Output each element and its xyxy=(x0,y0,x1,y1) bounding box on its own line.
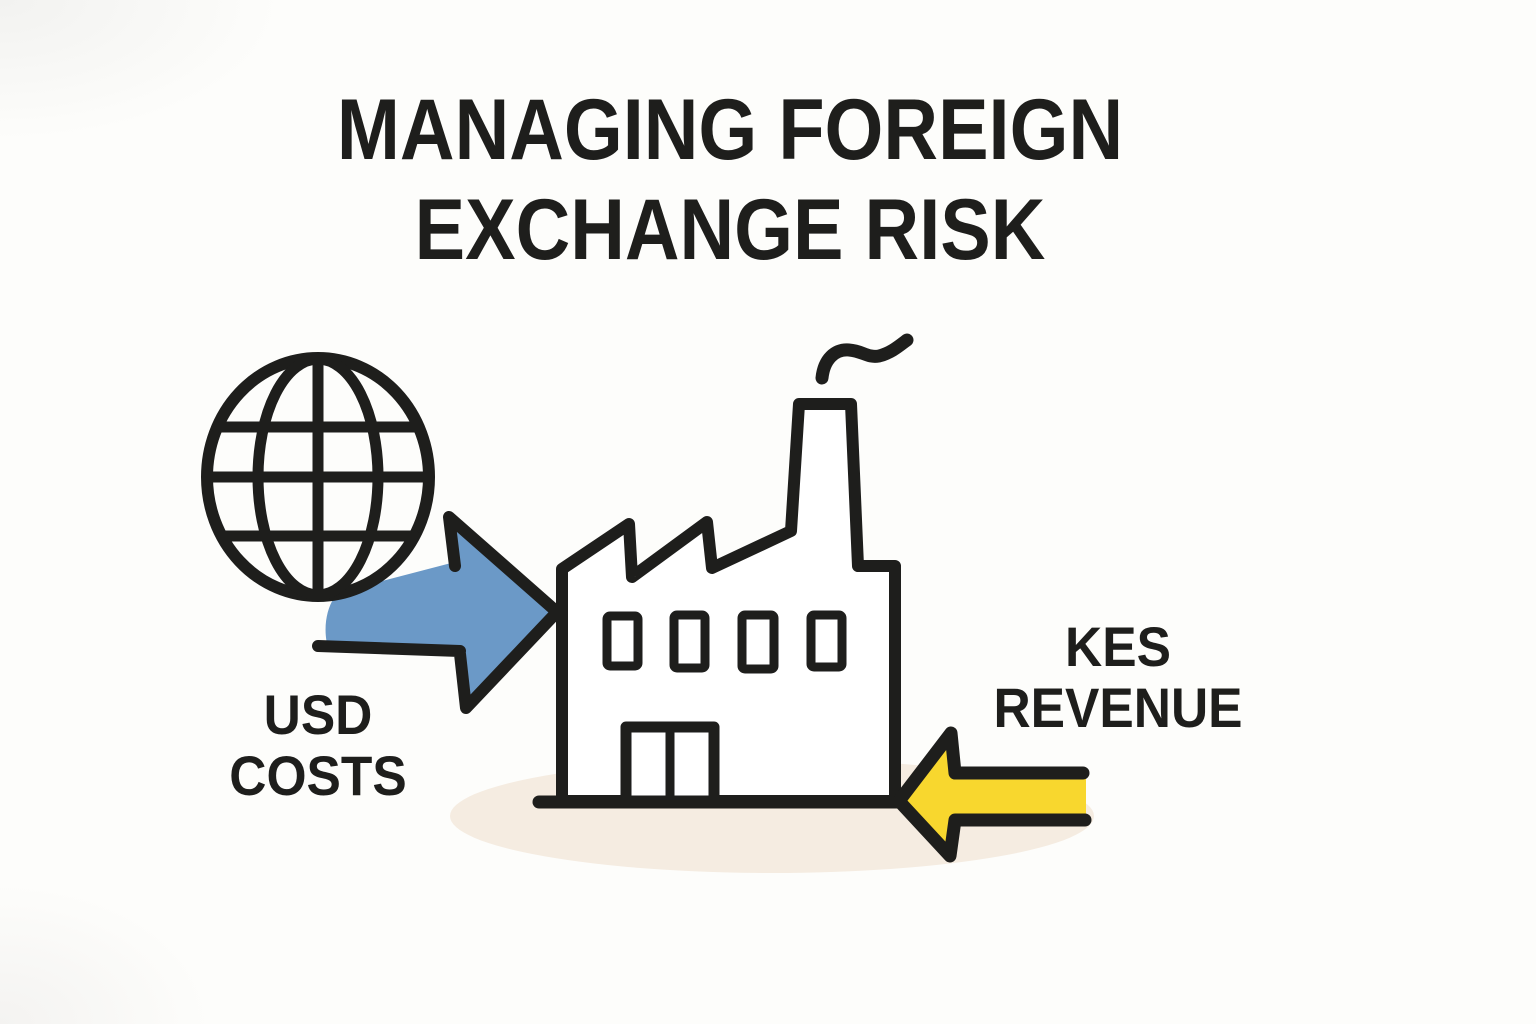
kes-arrow-fill xyxy=(898,734,1086,855)
kes-label-line-2: REVENUE xyxy=(993,676,1243,739)
usd-arrow-fill xyxy=(325,517,557,708)
usd-costs-label: USD COSTS xyxy=(222,684,415,806)
factory-icon xyxy=(532,333,914,809)
title-line-2: EXCHANGE RISK xyxy=(414,182,1046,278)
factory-window xyxy=(806,610,847,672)
kes-revenue-label: KES REVENUE xyxy=(983,616,1254,738)
factory-window xyxy=(669,610,710,673)
title-line-1: MANAGING FOREIGN xyxy=(336,82,1124,178)
usd-label-line-1: USD xyxy=(263,683,373,746)
kes-label-line-1: KES xyxy=(1065,615,1171,678)
globe-icon xyxy=(201,352,435,602)
kes-arrow-outline xyxy=(892,726,1092,863)
factory-body xyxy=(556,398,901,807)
page-title: MANAGING FOREIGN EXCHANGE RISK xyxy=(283,80,1176,280)
kes-arrow-left-icon xyxy=(892,726,1092,863)
usd-arrow-right-icon xyxy=(312,511,563,714)
factory-window xyxy=(737,610,779,674)
chimney-smoke-icon xyxy=(815,333,914,385)
factory-window xyxy=(602,611,643,671)
usd-label-line-2: COSTS xyxy=(229,744,407,807)
